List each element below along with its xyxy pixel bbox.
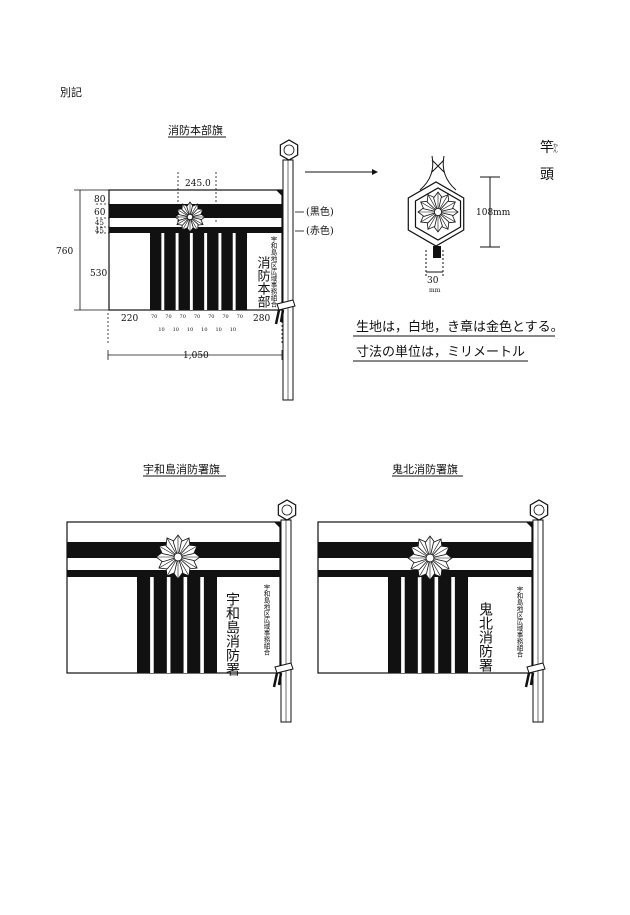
dim-gap-width: 10 bbox=[187, 327, 193, 333]
white-stripe bbox=[204, 233, 208, 310]
tassel-icon bbox=[524, 672, 535, 688]
org-name: 宇和島地区広域事務組合 bbox=[269, 235, 277, 309]
finial-emblem bbox=[281, 504, 293, 516]
dim-left-width: 220 bbox=[121, 314, 138, 324]
stripe-block bbox=[150, 233, 247, 310]
emblem-icon bbox=[155, 534, 201, 580]
white-stripe bbox=[434, 577, 439, 673]
corner-mark bbox=[526, 522, 532, 528]
white-stripe bbox=[189, 233, 193, 310]
flag-name: 宇和島消防署 bbox=[224, 592, 240, 676]
finial-icon bbox=[277, 499, 297, 521]
dim-gap-width: 10 bbox=[230, 327, 236, 333]
dim-stripe-width: 70 bbox=[165, 314, 171, 320]
black-color-label: (黒色) bbox=[306, 205, 334, 218]
uwajima-flag: 宇和島消防署旗 宇和島消防署 宇和島地区広域事務組合 bbox=[66, 462, 297, 723]
white-stripe bbox=[200, 577, 204, 673]
white-stripe bbox=[150, 577, 154, 673]
arrow-head-icon bbox=[372, 169, 378, 175]
tie-cord bbox=[526, 662, 546, 674]
dim-height-total: 760 bbox=[56, 247, 73, 257]
flag-title: 宇和島消防署旗 bbox=[143, 462, 220, 476]
note-2: 寸法の単位は，ミリメートル bbox=[356, 344, 525, 360]
white-stripe bbox=[451, 577, 455, 673]
finial-emblem bbox=[533, 504, 545, 516]
flag-title: 鬼北消防署旗 bbox=[392, 462, 458, 476]
stripe-block bbox=[388, 577, 468, 673]
emblem-center bbox=[425, 553, 435, 563]
finial-rope bbox=[419, 155, 457, 191]
main-flag-diagram: 消防本部旗 消防本部 宇和島地区広域事務組合 245.0 80 60 45 45… bbox=[56, 123, 378, 401]
dim-gap-width: 10 bbox=[158, 327, 164, 333]
dim-top-1: 60 bbox=[94, 208, 106, 218]
white-stripe bbox=[183, 577, 188, 673]
emblem-center bbox=[433, 207, 442, 216]
emblem-icon bbox=[417, 191, 459, 233]
main-flag-title: 消防本部旗 bbox=[168, 123, 223, 137]
emblem-center bbox=[186, 213, 194, 221]
heading: 別記 bbox=[60, 85, 82, 99]
white-stripe bbox=[175, 233, 179, 310]
dim-emblem-width: 245.0 bbox=[185, 179, 211, 189]
emblem-icon bbox=[174, 201, 206, 233]
dim-right-width: 280 bbox=[253, 314, 270, 324]
flag-name: 消防本部 bbox=[255, 256, 271, 308]
finial-detail: 竿 かん 頭 108mm 30 mm bbox=[407, 140, 558, 294]
red-band bbox=[109, 227, 282, 233]
dim-gap-width: 10 bbox=[173, 327, 179, 333]
finial-socket bbox=[433, 246, 441, 258]
org-name: 宇和島地区広域事務組合 bbox=[515, 585, 523, 659]
tie-cord bbox=[276, 299, 296, 311]
white-stripe bbox=[218, 233, 222, 310]
finial-width: 30 bbox=[427, 276, 439, 286]
dim-stripe-width: 70 bbox=[180, 314, 186, 320]
white-stripe bbox=[161, 233, 165, 310]
dim-gap-width: 10 bbox=[201, 327, 207, 333]
dim-stripe-width: 70 bbox=[237, 314, 243, 320]
finial-label-second: 頭 bbox=[540, 167, 554, 183]
dim-stripe-width: 70 bbox=[151, 314, 157, 320]
dim-stripe-width: 70 bbox=[222, 314, 228, 320]
tassel-icon bbox=[274, 309, 285, 325]
dim-total-width: 1,050 bbox=[183, 351, 209, 361]
stripe-block bbox=[137, 577, 217, 673]
dim-stripe-width: 70 bbox=[208, 314, 214, 320]
dim-top-2: 45 bbox=[95, 219, 104, 227]
corner-mark bbox=[276, 190, 282, 196]
dim-gap-width: 10 bbox=[215, 327, 221, 333]
emblem-center bbox=[173, 552, 183, 562]
finial-emblem bbox=[283, 144, 295, 156]
white-stripe bbox=[166, 577, 171, 673]
dim-top-3: 45 bbox=[95, 227, 104, 235]
red-color-label: (赤色) bbox=[306, 224, 334, 237]
finial-height: 108mm bbox=[476, 208, 511, 218]
flag-name: 鬼北消防署 bbox=[477, 602, 493, 672]
kihoku-flag: 鬼北消防署旗 鬼北消防署 宇和島地区広域事務組合 bbox=[317, 462, 549, 723]
finial-icon bbox=[529, 499, 549, 521]
org-name: 宇和島地区広域事務組合 bbox=[262, 583, 270, 657]
finial-width-unit: mm bbox=[429, 287, 441, 294]
finial-label-main: 竿 bbox=[540, 140, 554, 156]
tassel-icon bbox=[272, 672, 283, 688]
dim-top-0: 80 bbox=[94, 195, 106, 205]
emblem-icon bbox=[407, 535, 453, 581]
corner-mark bbox=[274, 522, 280, 528]
white-stripe bbox=[417, 577, 422, 673]
white-stripe bbox=[401, 577, 405, 673]
finial-label-ruby: かん bbox=[552, 143, 558, 153]
finial-icon bbox=[279, 139, 299, 161]
white-stripe bbox=[232, 233, 236, 310]
note-1: 生地は，白地，き章は金色とする。 bbox=[356, 319, 564, 335]
dim-stripe-width: 70 bbox=[194, 314, 200, 320]
tie-cord bbox=[274, 662, 294, 674]
dim-height-lower: 530 bbox=[90, 269, 107, 279]
